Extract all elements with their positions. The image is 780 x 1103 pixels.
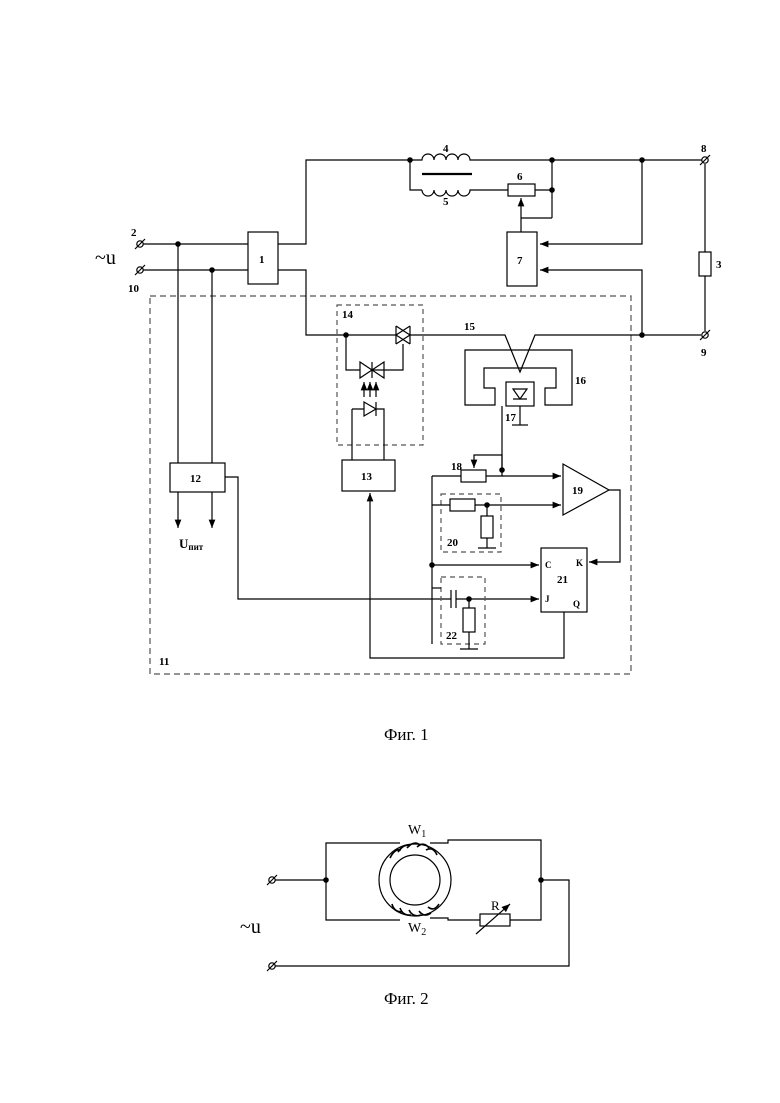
label-10: 10 bbox=[128, 283, 140, 295]
label-7: 7 bbox=[517, 255, 523, 267]
fig1-caption: Фиг. 1 bbox=[384, 725, 429, 744]
label-11: 11 bbox=[159, 656, 169, 668]
label-18: 18 bbox=[451, 461, 463, 473]
toroid-inner bbox=[390, 855, 440, 905]
label-2: 2 bbox=[131, 227, 137, 239]
variable-resistor-r bbox=[480, 914, 510, 926]
winding-w1 bbox=[390, 843, 437, 858]
label-3: 3 bbox=[716, 259, 722, 271]
label-13: 13 bbox=[361, 471, 373, 483]
label-17: 17 bbox=[505, 412, 517, 424]
label-20: 20 bbox=[447, 537, 459, 549]
resistor-20b bbox=[481, 516, 493, 538]
label-9: 9 bbox=[701, 347, 707, 359]
ff-pin-c: C bbox=[545, 560, 552, 570]
w1-main: W bbox=[408, 823, 422, 838]
resistor-18 bbox=[461, 470, 486, 482]
source-label: ~u bbox=[95, 247, 116, 269]
figure-2 bbox=[267, 840, 569, 971]
label-14: 14 bbox=[342, 309, 354, 321]
w1-label: W1 bbox=[408, 823, 426, 840]
photothyristor-pair bbox=[360, 344, 403, 378]
fig2-caption: Фиг. 2 bbox=[384, 989, 429, 1008]
label-8: 8 bbox=[701, 143, 707, 155]
r-label: R bbox=[491, 898, 500, 913]
label-22: 22 bbox=[446, 630, 458, 642]
winding-w2 bbox=[392, 904, 439, 916]
figure-2-labels: W1 W2 R ~u Фиг. 2 bbox=[240, 823, 500, 1008]
figure-1-labels: 1 2 10 ~u 3 4 5 6 7 8 9 11 12 13 14 15 1… bbox=[95, 143, 722, 744]
w2-main: W bbox=[408, 921, 422, 936]
inductor-4 bbox=[410, 154, 705, 160]
ff-pin-j: J bbox=[545, 594, 550, 604]
supply-voltage-sub: пит bbox=[188, 542, 203, 552]
resistor-20a bbox=[450, 499, 475, 511]
resistor-22 bbox=[463, 608, 475, 632]
inductor-5 bbox=[422, 190, 508, 196]
hall-sensor-17 bbox=[506, 382, 534, 406]
figure-1 bbox=[135, 154, 711, 674]
led-14 bbox=[352, 402, 384, 460]
load-resistor-3 bbox=[699, 252, 711, 276]
label-12: 12 bbox=[190, 473, 202, 485]
resistor-6 bbox=[508, 184, 535, 196]
comparator-19 bbox=[563, 464, 609, 515]
label-5: 5 bbox=[443, 196, 449, 208]
ff-pin-k: K bbox=[576, 558, 583, 568]
label-16: 16 bbox=[575, 375, 587, 387]
supply-voltage-label: Uпит bbox=[179, 536, 204, 552]
conductor-15 bbox=[410, 335, 701, 372]
label-6: 6 bbox=[517, 171, 523, 183]
w2-label: W2 bbox=[408, 921, 426, 938]
w2-sub: 2 bbox=[421, 927, 426, 938]
label-21: 21 bbox=[557, 574, 568, 586]
label-15: 15 bbox=[464, 321, 476, 333]
label-4: 4 bbox=[443, 143, 449, 155]
fig2-source-label: ~u bbox=[240, 916, 261, 938]
w1-sub: 1 bbox=[421, 829, 426, 840]
triac-symbol bbox=[396, 326, 410, 344]
label-1: 1 bbox=[259, 254, 265, 266]
ff-pin-q: Q bbox=[573, 599, 580, 609]
label-19: 19 bbox=[572, 485, 584, 497]
